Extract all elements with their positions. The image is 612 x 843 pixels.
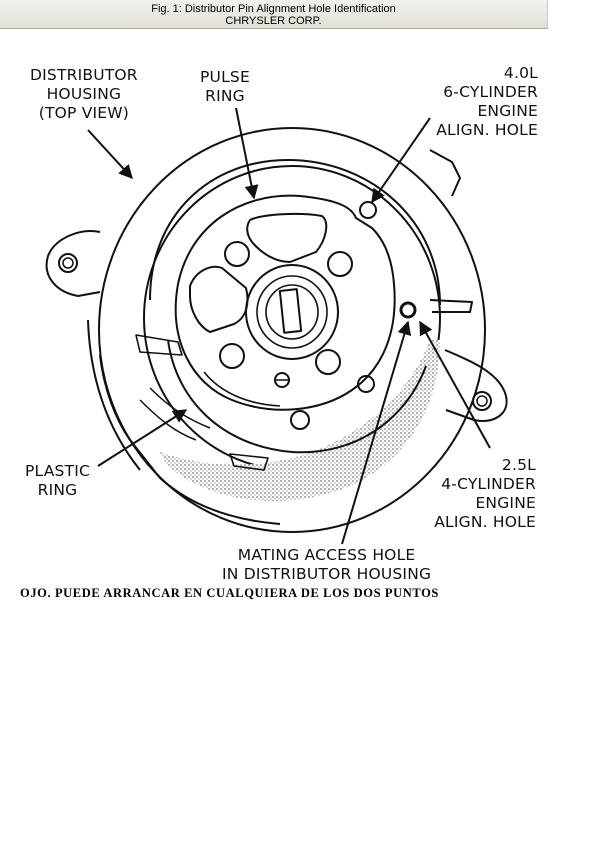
plastic-ring-leader <box>97 409 188 467</box>
four-cylinder-alignment-hole <box>399 301 417 319</box>
left-mounting-ear <box>45 230 101 297</box>
pulse-ring-leader <box>235 107 259 200</box>
six-cylinder-alignment-hole <box>359 201 377 219</box>
figure-subtitle: CHRYSLER CORP. <box>225 15 322 27</box>
top-right-tab <box>429 149 461 197</box>
figure-title: Fig. 1: Distributor Pin Alignment Hole I… <box>151 3 396 15</box>
label-pulse-ring: PULSE RING <box>200 68 250 105</box>
label-mating-access-hole: MATING ACCESS HOLE IN DISTRIBUTOR HOUSIN… <box>222 546 432 583</box>
plastic-ring-outer <box>149 159 441 306</box>
handwritten-note: OJO. PUEDE ARRANCAR EN CUALQUIERA DE LOS… <box>20 586 439 600</box>
pulse-ring-window-left <box>189 265 249 333</box>
label-plastic-ring: PLASTIC RING <box>25 462 91 499</box>
six-cylinder-leader <box>371 117 431 204</box>
label-six-cylinder-hole: 4.0L 6-CYLINDER ENGINE ALIGN. HOLE <box>436 64 538 139</box>
distributor-shaft <box>278 288 303 334</box>
figure-title-bar: Fig. 1: Distributor Pin Alignment Hole I… <box>0 0 548 29</box>
distributor-hub <box>245 264 339 360</box>
label-four-cylinder-hole: 2.5L 4-CYLINDER ENGINE ALIGN. HOLE <box>434 456 536 531</box>
mating-hole-leader <box>341 320 412 545</box>
left-ear-bolt-hole <box>58 253 78 273</box>
right-mounting-ear <box>444 349 508 422</box>
pulse-ring-hole <box>224 241 250 267</box>
housing-leader <box>87 129 133 180</box>
distributor-housing-outer <box>98 127 486 533</box>
label-distributor-housing: DISTRIBUTOR HOUSING (TOP VIEW) <box>30 66 138 122</box>
pulse-ring <box>174 194 396 411</box>
housing-shaded-cavity <box>160 340 440 502</box>
plastic-ring-inner <box>167 339 427 454</box>
pulse-ring-window-top <box>246 212 328 263</box>
four-cylinder-leader <box>419 320 491 449</box>
